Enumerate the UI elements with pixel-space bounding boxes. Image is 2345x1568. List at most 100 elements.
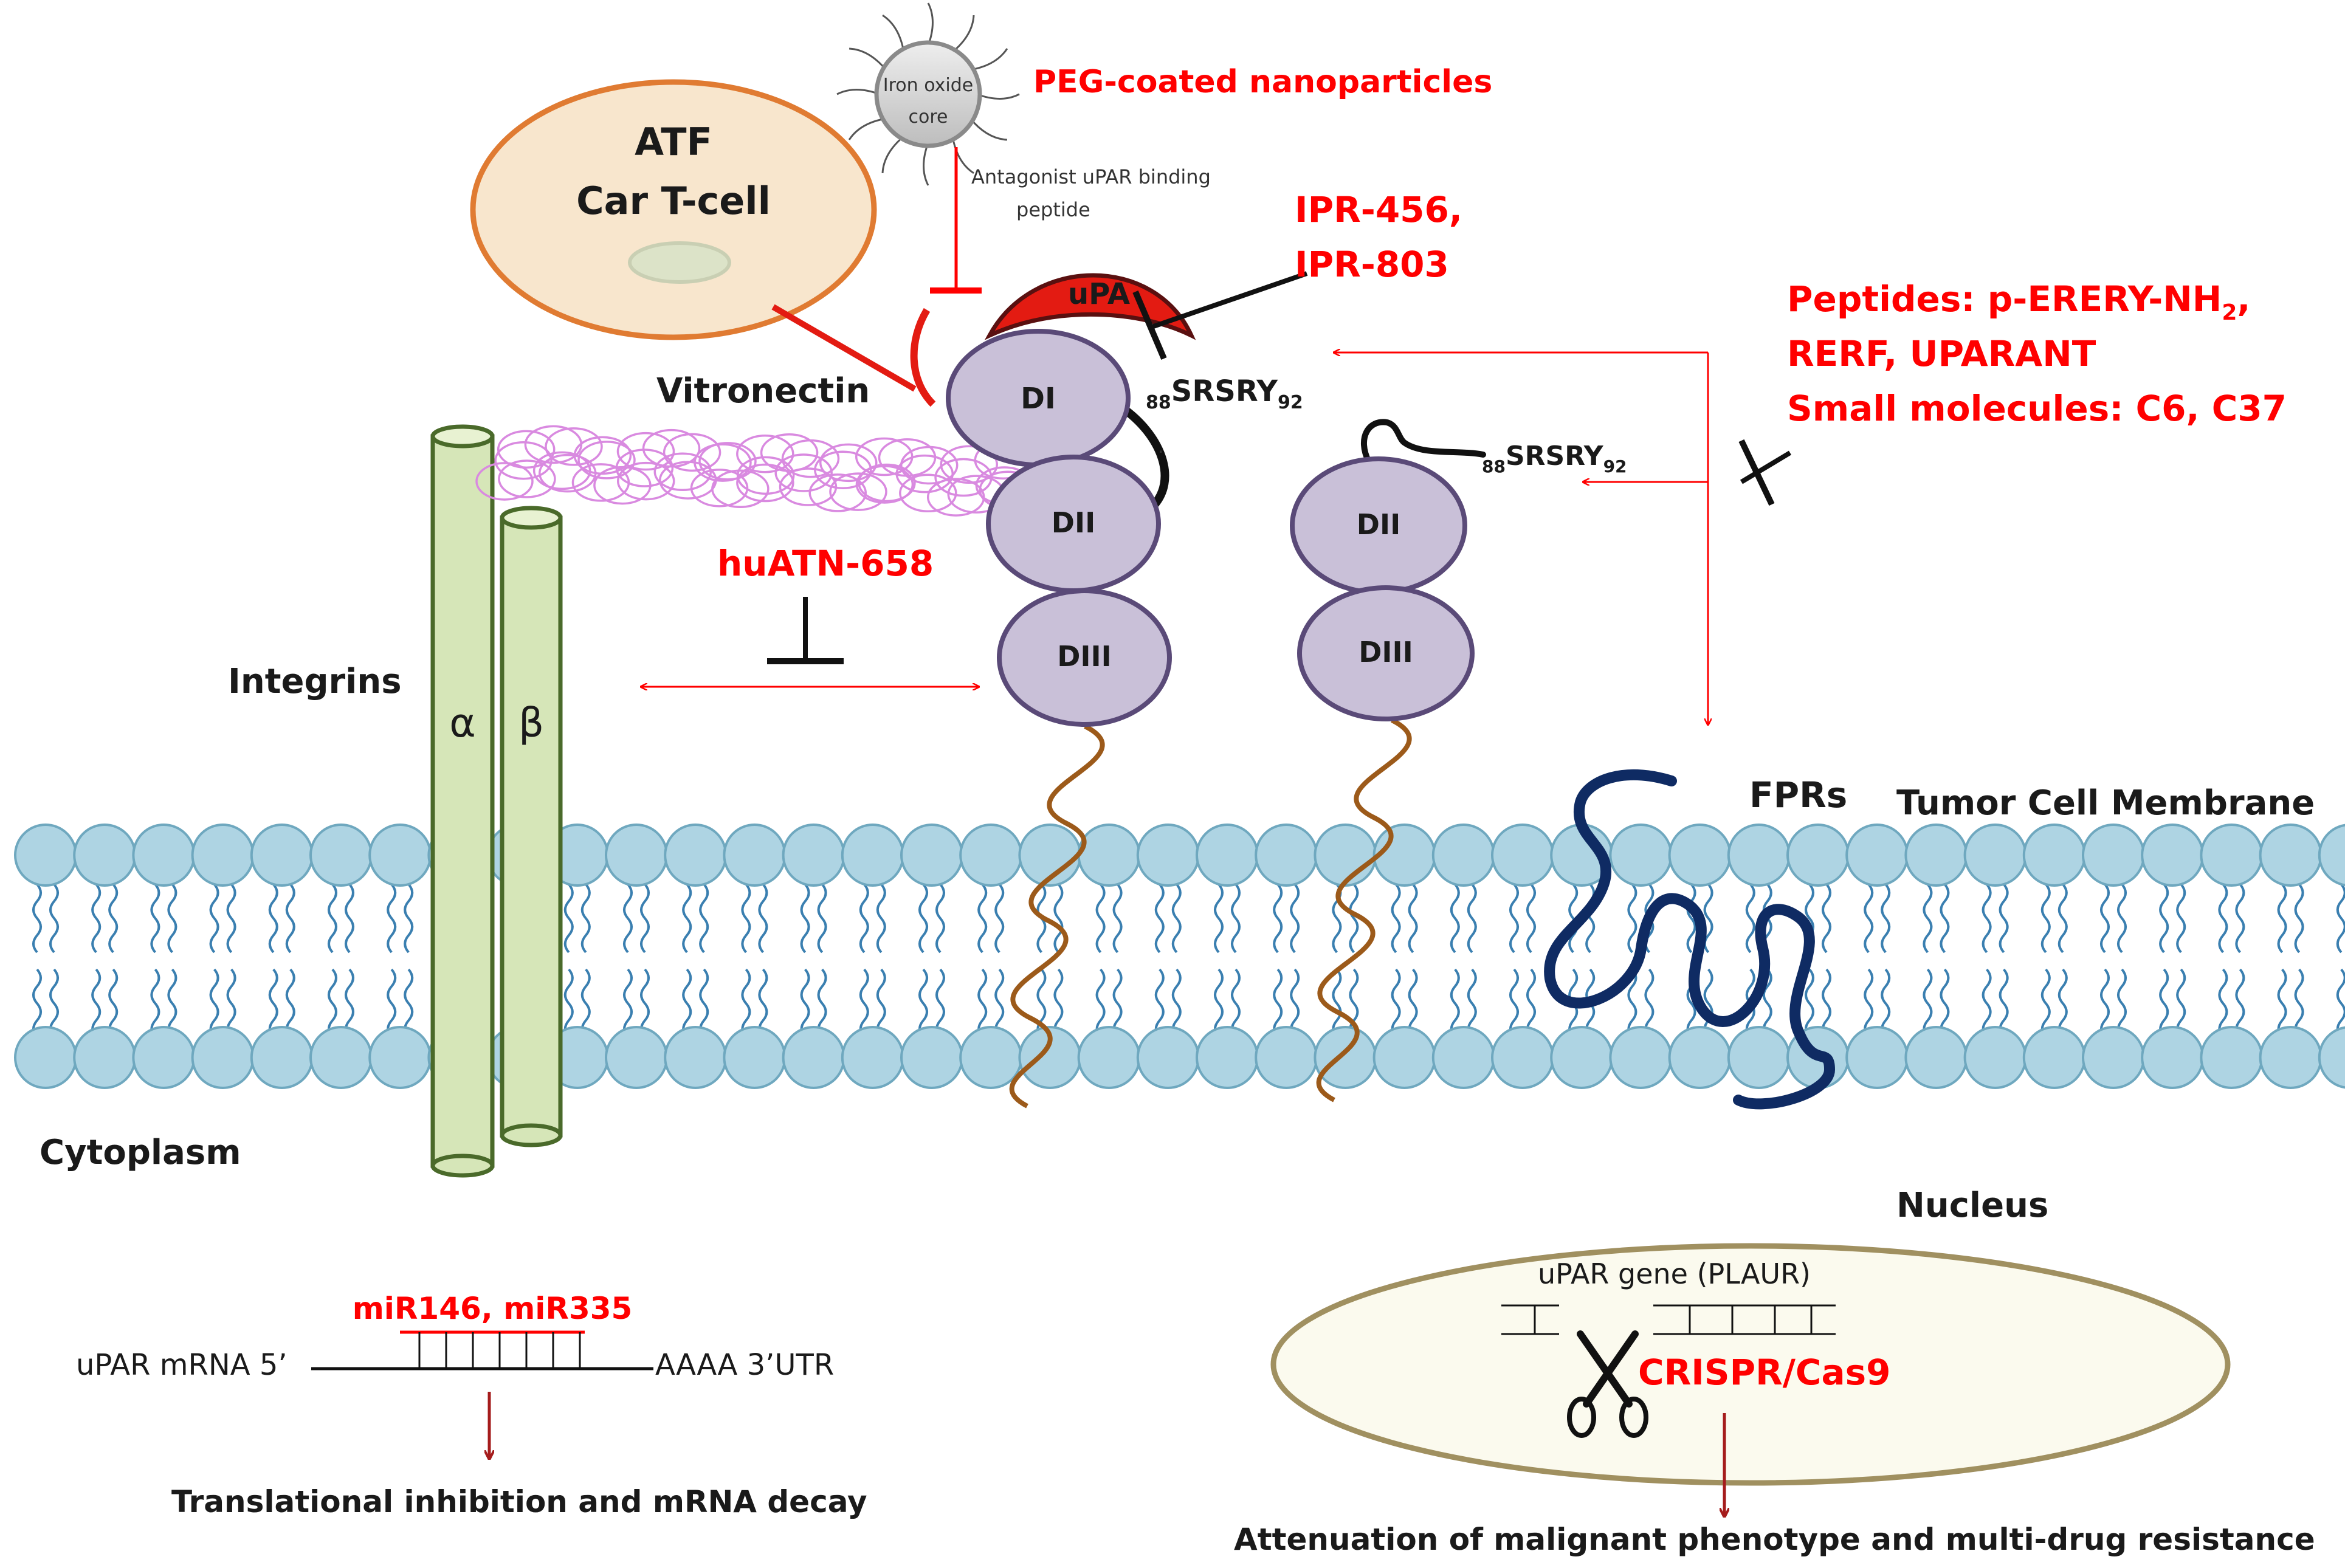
lipid-head <box>1136 1026 1200 1089</box>
lipid-tail <box>859 968 869 1039</box>
lipid-head <box>1727 1026 1791 1089</box>
lipid-tail <box>1154 968 1165 1039</box>
vitronectin-loop <box>900 445 959 485</box>
lipid-head <box>1196 824 1259 887</box>
lipid-tail <box>209 968 219 1039</box>
lipid-tail <box>2040 968 2051 1039</box>
seq-pre-right: 88 <box>1482 456 1506 476</box>
lipid-tail <box>226 883 236 954</box>
peg-chain <box>882 14 905 52</box>
fprs-label: FPRs <box>1749 774 1847 816</box>
lipid-tail <box>1940 968 1950 1039</box>
car-t-cell-nucleus <box>628 241 731 284</box>
lipid-head <box>2141 1026 2205 1089</box>
lipid-head <box>841 824 904 887</box>
lipid-tail <box>682 968 692 1039</box>
lipid-tail <box>91 968 102 1039</box>
lipid-tail <box>1053 968 1064 1039</box>
lipid-head <box>723 1026 787 1089</box>
lipid-head <box>1255 1026 1318 1089</box>
integrins-label: Integrins <box>228 662 402 701</box>
peg-chain <box>923 142 929 186</box>
lipid-head <box>14 1026 77 1089</box>
lipid-tail <box>1627 968 1637 1039</box>
scissors-ring-a <box>1567 1397 1596 1438</box>
mirna-base-pairs <box>418 1332 581 1369</box>
peg-chain <box>849 47 887 70</box>
seq-post-right: 92 <box>1603 456 1627 476</box>
lipid-tail <box>2336 883 2345 954</box>
lipid-tail <box>1231 968 1241 1039</box>
lipid-head <box>2259 1026 2323 1089</box>
alpha-label: α <box>449 700 476 746</box>
crispr-label: CRISPR/Cas9 <box>1638 1352 1891 1393</box>
lipid-tail <box>1154 883 1165 954</box>
peg-label: PEG-coated nanoparticles <box>1033 64 1492 100</box>
lipid-head <box>2022 1026 2086 1089</box>
vitronectin-loop <box>498 459 556 498</box>
vitronectin-loop <box>545 427 603 466</box>
lipid-head <box>1431 824 1495 887</box>
lipid-tail <box>285 968 295 1039</box>
peptides-suffix: , <box>2237 278 2250 320</box>
vitronectin-loop <box>711 469 770 509</box>
iron-core-label-2: core <box>909 106 948 128</box>
lipid-head <box>2200 824 2264 887</box>
lipid-head <box>191 824 255 887</box>
vitronectin-loop <box>475 462 534 501</box>
lipid-tail <box>1095 968 1106 1039</box>
lipid-tail <box>741 883 751 954</box>
lipid-head <box>73 1026 137 1089</box>
nucleus-label: Nucleus <box>1896 1186 2048 1225</box>
lipid-tail <box>387 883 397 954</box>
vitronectin-loop <box>663 433 721 472</box>
lipid-tail <box>1171 968 1182 1039</box>
lipid-tail <box>1408 968 1418 1039</box>
lipid-tail <box>1703 883 1713 954</box>
lipid-head <box>782 1026 845 1089</box>
scissors-blade-b <box>1583 1330 1639 1408</box>
lipid-tail <box>1644 968 1655 1039</box>
domain-dii-left-label: DII <box>1052 506 1095 539</box>
membrane-label: Tumor Cell Membrane <box>1896 783 2315 823</box>
lipid-head <box>723 824 787 887</box>
lipid-tail <box>1923 968 1933 1039</box>
lipid-tail <box>150 968 160 1039</box>
peg-chain <box>881 136 904 173</box>
upa-ligand <box>984 273 1196 340</box>
lipid-tail <box>1822 968 1831 1039</box>
peg-nanoparticle: Iron oxide core PEG-coated nanoparticles… <box>836 2 1492 294</box>
lipid-tail <box>1214 883 1224 954</box>
vitronectin-loop <box>814 450 872 489</box>
peptides-prefix: Peptides: p-ERERY-NH <box>1787 278 2222 320</box>
seq-pre-left: 88 <box>1146 392 1171 413</box>
lipid-tail <box>49 968 59 1039</box>
lipid-tail <box>91 883 102 954</box>
linker-loop-left <box>1117 403 1169 512</box>
lipid-head <box>664 1026 728 1089</box>
lipid-head <box>2082 824 2145 887</box>
lipid-tail <box>1349 883 1359 954</box>
peg-chain <box>836 89 880 95</box>
integrin-alpha-bottom <box>430 1154 495 1178</box>
lipid-tail <box>1273 883 1283 954</box>
lipid-heads-lower <box>14 1026 2345 1089</box>
lipid-head <box>132 1026 196 1089</box>
lipid-tail <box>1391 883 1401 954</box>
lipid-tails-upper <box>32 883 2345 954</box>
lipid-head <box>1668 1026 1732 1089</box>
rerf-uparant-label: RERF, UPARANT <box>1787 333 2096 374</box>
lipid-head <box>1077 824 1141 887</box>
lipid-head <box>1314 1026 1377 1089</box>
lipid-tail <box>268 968 278 1039</box>
lipid-head <box>959 1026 1023 1089</box>
seq-main-left: SRSRY <box>1171 374 1278 408</box>
lipid-tail <box>2218 968 2228 1039</box>
lipid-head <box>368 824 432 887</box>
lipid-tail <box>1526 883 1536 954</box>
vitronectin-loop <box>577 441 636 480</box>
vitronectin-loop <box>736 434 794 473</box>
lipid-head <box>664 824 728 887</box>
vitronectin-loop <box>899 473 957 513</box>
